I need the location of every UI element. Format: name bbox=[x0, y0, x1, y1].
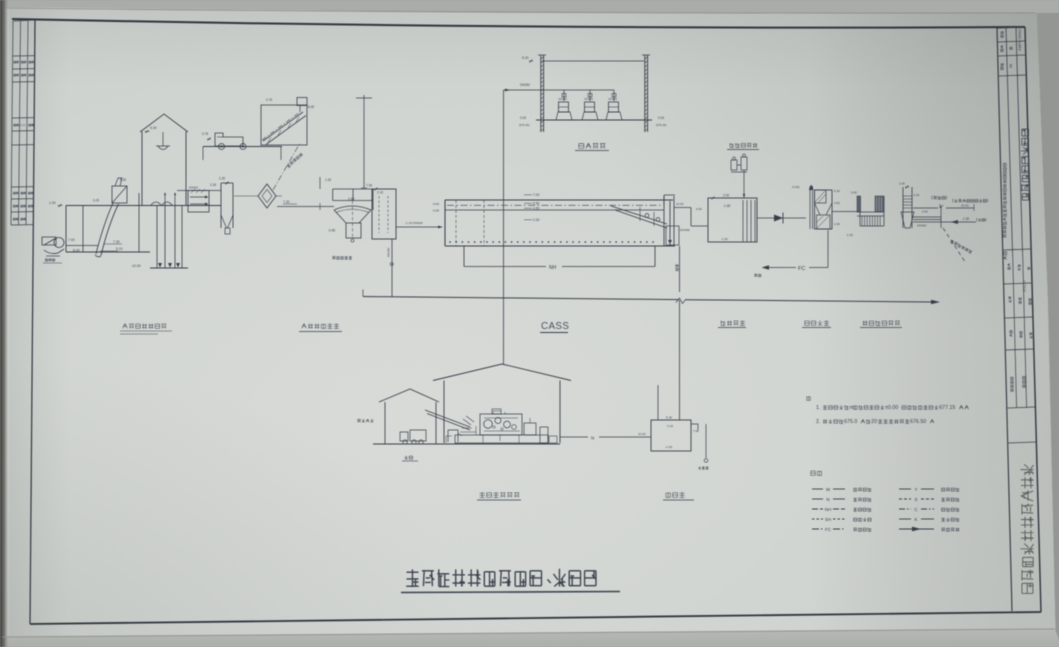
svg-text:6.00: 6.00 bbox=[433, 202, 439, 206]
svg-text:K: K bbox=[914, 517, 918, 522]
svg-text:4.00: 4.00 bbox=[834, 201, 840, 205]
svg-text:C: C bbox=[914, 507, 918, 512]
svg-text:7.00: 7.00 bbox=[533, 193, 540, 197]
svg-text:0.00: 0.00 bbox=[520, 116, 526, 120]
svg-text:7.30: 7.30 bbox=[366, 184, 372, 188]
svg-text:(4.50): (4.50) bbox=[792, 185, 800, 189]
svg-text:2011.07: 2011.07 bbox=[1023, 280, 1027, 292]
svg-text:-10.00: -10.00 bbox=[131, 264, 141, 268]
svg-text:DN300: DN300 bbox=[189, 186, 198, 190]
svg-text:FC: FC bbox=[798, 266, 805, 272]
svg-text:08: 08 bbox=[1009, 64, 1013, 68]
svg-text:5.30: 5.30 bbox=[666, 416, 672, 420]
svg-text:DN400: DN400 bbox=[680, 228, 690, 232]
svg-text:0.00: 0.00 bbox=[696, 207, 702, 211]
svg-text:m: m bbox=[850, 405, 855, 411]
svg-text:-1.50: -1.50 bbox=[962, 217, 969, 221]
svg-text:8.30: 8.30 bbox=[308, 105, 314, 109]
svg-text:2.: 2. bbox=[816, 419, 820, 425]
svg-text:-1.20: -1.20 bbox=[721, 237, 728, 241]
svg-text:5.20: 5.20 bbox=[834, 189, 840, 193]
svg-text:677.15: 677.15 bbox=[939, 405, 955, 411]
svg-text:1.30: 1.30 bbox=[325, 178, 331, 182]
svg-text:W: W bbox=[826, 487, 831, 492]
svg-text:7.00: 7.00 bbox=[68, 238, 75, 242]
svg-text:-1.65: -1.65 bbox=[723, 204, 730, 208]
svg-text:S: S bbox=[914, 497, 917, 502]
svg-text:5.50: 5.50 bbox=[533, 202, 540, 206]
svg-text:2.20: 2.20 bbox=[914, 193, 920, 197]
svg-text:N: N bbox=[826, 497, 829, 502]
svg-text:SH: SH bbox=[825, 517, 831, 522]
svg-text:±0.00: ±0.00 bbox=[885, 405, 898, 411]
svg-text:1.00: 1.00 bbox=[49, 201, 56, 205]
svg-text:20: 20 bbox=[871, 419, 877, 425]
svg-text:2.30: 2.30 bbox=[210, 183, 216, 187]
svg-text:5.10: 5.10 bbox=[116, 247, 123, 251]
svg-text:Y: Y bbox=[914, 487, 917, 492]
svg-text:676.50: 676.50 bbox=[910, 419, 926, 425]
svg-text:7.30: 7.30 bbox=[113, 240, 120, 244]
svg-text:7.00: 7.00 bbox=[693, 429, 699, 433]
svg-text:0.00: 0.00 bbox=[433, 209, 439, 213]
svg-text:-1.20 DN500: -1.20 DN500 bbox=[405, 221, 423, 225]
svg-text:0.00: 0.00 bbox=[922, 210, 928, 214]
svg-text:-1.00: -1.00 bbox=[665, 445, 672, 449]
svg-text:DN150: DN150 bbox=[585, 97, 594, 101]
svg-text:DN500: DN500 bbox=[917, 224, 927, 228]
svg-text:8.40: 8.40 bbox=[73, 249, 80, 253]
svg-text:0.75: 0.75 bbox=[266, 98, 272, 102]
svg-text:DN250: DN250 bbox=[520, 83, 530, 87]
svg-text:10.00: 10.00 bbox=[961, 204, 969, 208]
svg-text:FC: FC bbox=[825, 527, 832, 532]
svg-text:-0.80: -0.80 bbox=[328, 229, 335, 233]
svg-text:2.60: 2.60 bbox=[348, 197, 355, 201]
svg-text:0.30: 0.30 bbox=[533, 218, 540, 222]
svg-text:3.10: 3.10 bbox=[667, 424, 673, 428]
svg-text:675.0: 675.0 bbox=[844, 419, 857, 425]
svg-text:1.: 1. bbox=[816, 405, 820, 411]
svg-text:0.75: 0.75 bbox=[202, 132, 208, 136]
svg-text:DN150: DN150 bbox=[559, 97, 568, 101]
svg-text:5.20: 5.20 bbox=[522, 56, 529, 60]
svg-text:7.30: 7.30 bbox=[283, 200, 290, 204]
svg-text:1.00: 1.00 bbox=[834, 222, 840, 226]
svg-text:2.00: 2.00 bbox=[723, 194, 729, 198]
svg-text:10.30: 10.30 bbox=[638, 432, 646, 436]
svg-text:0.20: 0.20 bbox=[93, 199, 99, 203]
svg-text:3.2.1: 3.2.1 bbox=[20, 123, 27, 127]
svg-text:CASS: CASS bbox=[541, 321, 569, 332]
svg-text:0.00: 0.00 bbox=[658, 116, 664, 120]
svg-text:2.10: 2.10 bbox=[377, 191, 383, 195]
svg-text:(675.30): (675.30) bbox=[656, 123, 666, 127]
svg-text:4.50: 4.50 bbox=[533, 207, 540, 211]
svg-text:NH: NH bbox=[825, 507, 832, 512]
svg-text:5.00: 5.00 bbox=[851, 191, 857, 195]
svg-text:-1.35: -1.35 bbox=[846, 233, 853, 237]
svg-text:10.50: 10.50 bbox=[676, 202, 684, 206]
svg-text:5.30: 5.30 bbox=[150, 126, 157, 130]
svg-text:DN200: DN200 bbox=[387, 247, 391, 257]
svg-text:DN150: DN150 bbox=[609, 97, 618, 101]
svg-text:KMPX-09003: KMPX-09003 bbox=[1018, 29, 1022, 50]
svg-text:(675.30): (675.30) bbox=[519, 123, 529, 127]
svg-text:8.30: 8.30 bbox=[120, 178, 126, 182]
svg-text:2.30: 2.30 bbox=[219, 177, 225, 181]
svg-text:N: N bbox=[591, 436, 594, 441]
svg-text:NH: NH bbox=[549, 265, 557, 271]
svg-text:2.30: 2.30 bbox=[899, 182, 905, 186]
